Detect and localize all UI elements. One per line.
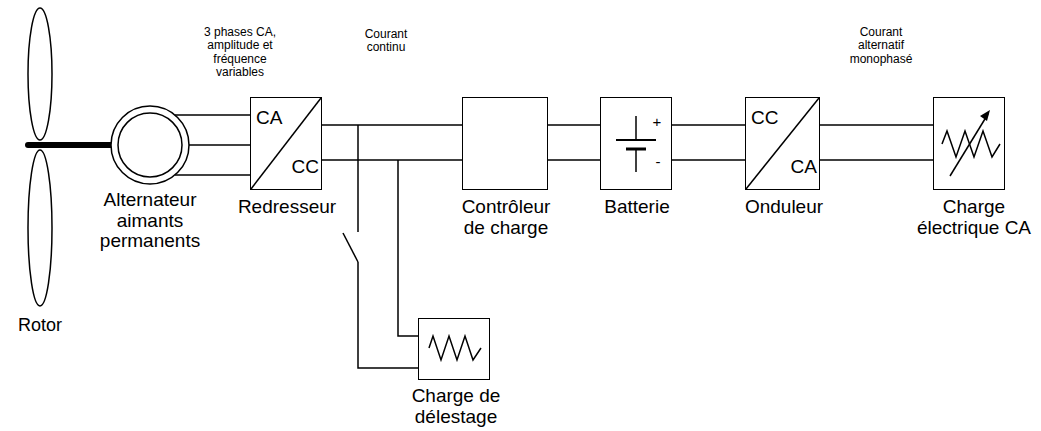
- resistor-symbol: [429, 336, 481, 360]
- variable-arrowhead: [980, 110, 990, 121]
- component-name: Batterie: [582, 197, 692, 218]
- component-name: Redresseur: [227, 197, 347, 218]
- battery-plate: [616, 139, 656, 141]
- ac-wires: [820, 125, 933, 160]
- alternator-node: Alternateur aimants permanents: [110, 105, 190, 185]
- rotor-shaft: [60, 145, 114, 146]
- rectifier-box: CACCRedresseur: [250, 97, 322, 190]
- wire-line: [322, 124, 462, 126]
- converter-side-label: CA: [256, 108, 296, 129]
- rotor-circle: [118, 113, 182, 177]
- polarity-minus: -: [652, 154, 664, 171]
- converter-side-label: CA: [775, 157, 817, 178]
- charge-controller-box: Contrôleur de charge: [462, 97, 548, 190]
- wire-line: [548, 159, 600, 161]
- converter-side-label: CC: [751, 108, 791, 129]
- wire-line: [175, 174, 250, 176]
- load-symbol: [934, 98, 1006, 191]
- wire-line: [398, 160, 418, 336]
- component-name: Charge électrique CA: [911, 197, 1037, 238]
- blade-shape: [28, 8, 52, 140]
- wire-line: [672, 124, 745, 126]
- battery-box: Batterie: [600, 97, 672, 190]
- battery-lead: [635, 116, 637, 140]
- dc-bus: [322, 125, 462, 160]
- converter-diagonal: [251, 98, 321, 189]
- dump-load-wires: [343, 125, 418, 368]
- rotor-node: Rotor: [18, 4, 62, 310]
- signal-label: Courant continu: [354, 28, 418, 55]
- dump-symbol: [419, 319, 491, 381]
- wire-line: [358, 262, 418, 368]
- blade-shape: [28, 150, 52, 306]
- battery-lead: [635, 149, 637, 172]
- signal-label: Courant alternatif monophasé: [840, 26, 922, 66]
- component-name: Rotor: [4, 316, 76, 335]
- wire-line: [357, 125, 359, 232]
- hub-shaft: [28, 142, 62, 148]
- inverter-box: CCCAOnduleur: [745, 97, 820, 190]
- converter-side-label: CC: [277, 157, 319, 178]
- converter-diagonal: [746, 98, 819, 189]
- signal-label: 3 phases CA, amplitude et fréquence vari…: [196, 26, 284, 80]
- component-name: Onduleur: [724, 197, 844, 218]
- wire-line: [820, 159, 933, 161]
- component-name: Contrôleur de charge: [453, 197, 559, 238]
- stator-circle: [111, 106, 189, 184]
- switch-blade: [343, 233, 358, 262]
- variable-arrow: [950, 114, 988, 176]
- wire-line: [548, 124, 600, 126]
- ac-load-box: Charge électrique CA: [933, 97, 1005, 190]
- shaft-line: [60, 142, 114, 148]
- battery-symbol: [601, 98, 673, 191]
- dc-wires: [672, 125, 745, 160]
- component-name: Charge de délestage: [401, 386, 511, 427]
- wire-line: [672, 159, 745, 161]
- component-name: Alternateur aimants permanents: [88, 190, 212, 252]
- box-symbol: [463, 98, 549, 191]
- alt-symbol: [110, 105, 190, 185]
- dc-wires: [548, 125, 600, 160]
- rotor-symbol: [18, 4, 62, 310]
- wire-line: [820, 124, 933, 126]
- polarity-plus: +: [650, 114, 664, 131]
- wire-line: [189, 144, 250, 146]
- wire-line: [175, 114, 250, 116]
- resistor-symbol: [942, 131, 1000, 157]
- dump-load-box: Charge de délestage: [418, 318, 490, 380]
- wire-line: [322, 159, 462, 161]
